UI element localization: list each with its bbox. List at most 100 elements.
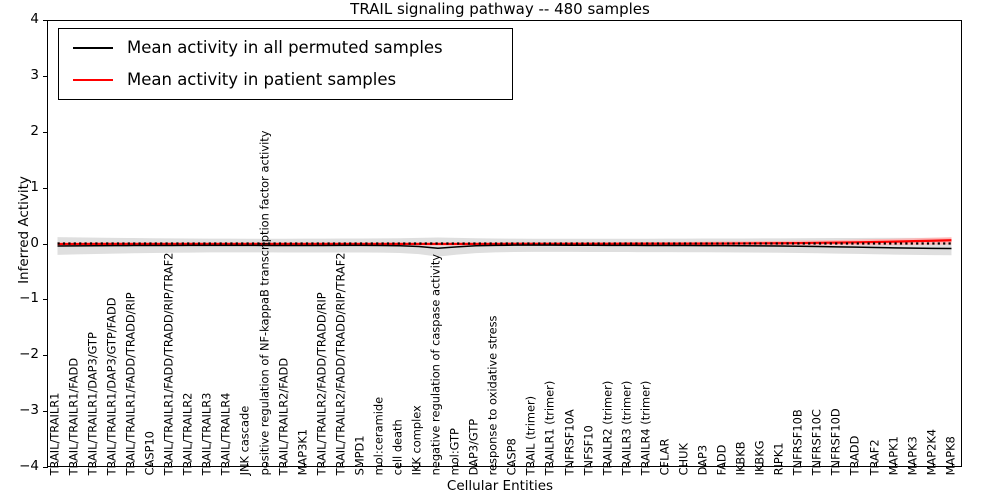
- x-tick-label: TRAILR4 (trimer): [638, 380, 653, 476]
- x-tick-mark: [75, 463, 77, 467]
- x-tick-label: negative regulation of caspase activity: [428, 253, 443, 476]
- x-tick-mark: [628, 463, 630, 467]
- legend: Mean activity in all permuted samples Me…: [58, 28, 513, 100]
- legend-item-patient: Mean activity in patient samples: [59, 65, 512, 95]
- x-tick-mark: [132, 463, 134, 467]
- x-tick-label: CASP10: [142, 431, 157, 476]
- x-tick-mark: [323, 463, 325, 467]
- x-tick-label: MAP3K1: [295, 428, 310, 476]
- x-tick-mark: [590, 463, 592, 467]
- x-tick-label: MAPK3: [905, 436, 920, 476]
- x-tick-mark: [437, 463, 439, 467]
- x-tick-label: TRADD: [848, 435, 863, 476]
- x-tick-label: positive regulation of NF-kappaB transcr…: [257, 130, 272, 476]
- x-tick-mark: [266, 463, 268, 467]
- x-tick-label: TRAIL/TRAILR3: [199, 392, 214, 476]
- x-tick-label: TRAILR2 (trimer): [600, 380, 615, 476]
- y-tick-label: −1: [19, 290, 39, 307]
- x-tick-label: TNFRSF10C: [809, 409, 824, 476]
- patient-mean-line: [58, 240, 952, 244]
- x-tick-mark: [799, 463, 801, 467]
- x-tick-mark: [723, 463, 725, 467]
- x-tick-label: TRAIL/TRAILR1: [47, 392, 62, 476]
- x-tick-mark: [685, 463, 687, 467]
- x-tick-mark: [742, 463, 744, 467]
- x-tick-mark: [857, 463, 859, 467]
- x-tick-label: TNFRSF10B: [790, 409, 805, 476]
- y-tick-label: 3: [30, 66, 39, 83]
- x-tick-mark: [228, 463, 230, 467]
- x-tick-label: TRAIL/TRAILR1/FADD/TRADD/RIP: [123, 292, 138, 476]
- x-tick-label: CHUK: [676, 443, 691, 476]
- x-tick-label: MAPK8: [943, 436, 958, 476]
- x-tick-label: TRAIL/TRAILR2/FADD/TRADD/RIP: [314, 292, 329, 476]
- x-tick-label: TRAIL/TRAILR1/DAP3/GTP/FADD: [104, 297, 119, 476]
- legend-swatch-permuted: [73, 47, 113, 49]
- x-tick-label: TRAF2: [867, 439, 882, 476]
- x-tick-label: TNFRSF10D: [828, 408, 843, 476]
- x-tick-label: SMPD1: [352, 435, 367, 476]
- chart-title: TRAIL signaling pathway -- 480 samples: [350, 0, 650, 18]
- x-tick-mark: [170, 463, 172, 467]
- x-tick-label: TRAILR3 (trimer): [619, 380, 634, 476]
- x-tick-mark: [914, 463, 916, 467]
- y-tick-mark: [43, 467, 48, 468]
- x-tick-label: TRAILR1 (trimer): [543, 380, 558, 476]
- x-tick-mark: [151, 463, 153, 467]
- plot-canvas: [48, 21, 961, 466]
- y-tick-mark: [43, 187, 48, 189]
- x-tick-mark: [475, 463, 477, 467]
- y-tick-label: 1: [30, 178, 39, 195]
- x-tick-mark: [571, 463, 573, 467]
- x-tick-mark: [189, 463, 191, 467]
- x-tick-label: CFLAR: [657, 438, 672, 476]
- y-tick-label: −3: [19, 402, 39, 419]
- x-tick-label: JNK cascade: [238, 405, 253, 476]
- x-tick-mark: [609, 463, 611, 467]
- x-tick-mark: [494, 463, 496, 467]
- x-tick-label: TRAIL/TRAILR2/FADD: [276, 357, 291, 476]
- x-tick-mark: [933, 463, 935, 467]
- x-tick-label: DAP3/GTP: [466, 418, 481, 476]
- y-tick-label: −2: [19, 346, 39, 363]
- x-tick-mark: [838, 463, 840, 467]
- x-tick-label: TRAIL/TRAILR1/FADD/TRADD/RIP/TRAF2: [161, 252, 176, 476]
- legend-label-permuted: Mean activity in all permuted samples: [127, 38, 443, 57]
- x-tick-label: mol:ceramide: [371, 396, 386, 476]
- x-tick-mark: [876, 463, 878, 467]
- x-tick-mark: [113, 463, 115, 467]
- y-tick-label: −4: [19, 458, 39, 474]
- x-tick-label: TRAIL/TRAILR1/FADD: [66, 357, 81, 476]
- x-tick-mark: [247, 463, 249, 467]
- x-tick-mark: [895, 463, 897, 467]
- legend-label-patient: Mean activity in patient samples: [127, 70, 397, 89]
- x-tick-mark: [647, 463, 649, 467]
- x-tick-label: RIPK1: [771, 442, 786, 476]
- x-tick-label: MAP2K4: [924, 428, 939, 476]
- x-tick-label: DAP3: [695, 444, 710, 476]
- x-tick-mark: [285, 463, 287, 467]
- x-tick-mark: [552, 463, 554, 467]
- x-tick-label: mol:GTP: [447, 428, 462, 476]
- x-tick-label: TRAIL/TRAILR1/DAP3/GTP: [85, 332, 100, 476]
- x-tick-label: TRAIL/TRAILR2: [180, 392, 195, 476]
- x-tick-label: TRAIL (trimer): [523, 395, 538, 476]
- x-tick-mark: [342, 463, 344, 467]
- y-tick-mark: [43, 411, 48, 413]
- x-tick-mark: [380, 463, 382, 467]
- x-tick-mark: [819, 463, 821, 467]
- x-tick-mark: [56, 463, 58, 467]
- x-tick-mark: [94, 463, 96, 467]
- y-tick-label: 0: [30, 234, 39, 251]
- x-tick-mark: [533, 463, 535, 467]
- x-tick-mark: [456, 463, 458, 467]
- permuted-mean-line: [58, 245, 952, 248]
- x-tick-label: TRAIL/TRAILR2/FADD/TRADD/RIP/TRAF2: [333, 252, 348, 476]
- x-tick-mark: [780, 463, 782, 467]
- x-tick-mark: [952, 463, 954, 467]
- x-tick-label: IKK complex: [409, 405, 424, 476]
- x-tick-mark: [761, 463, 763, 467]
- legend-item-permuted: Mean activity in all permuted samples: [59, 33, 512, 63]
